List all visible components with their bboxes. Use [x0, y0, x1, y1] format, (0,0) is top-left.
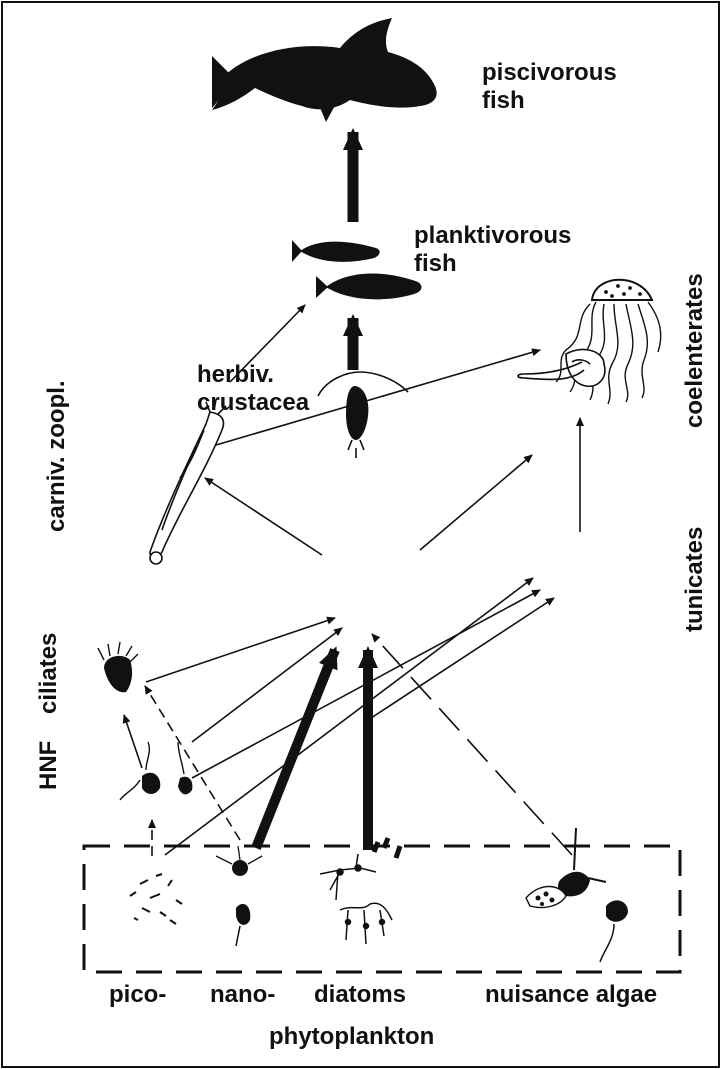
label-diatoms: diatoms — [314, 981, 406, 1008]
label-nuisance-algae: nuisance algae — [485, 981, 657, 1008]
planktivorous-fish-icon — [292, 240, 421, 299]
phytoplankton-group-box — [84, 846, 680, 972]
label-tunicates: tunicates — [681, 527, 708, 632]
label-pico: pico- — [109, 981, 166, 1008]
label-herbivorous-crustacea-line2: crustacea — [197, 389, 310, 416]
label-nano: nano- — [210, 981, 275, 1008]
label-piscivorous-fish-line2: fish — [482, 87, 525, 114]
coelenterates-icon — [556, 280, 661, 404]
arrow-hnf-to-ciliates — [124, 715, 142, 768]
pico-phytoplankton-icon — [130, 874, 182, 924]
ciliates-icon — [98, 642, 138, 692]
arrow-nano-to-crustacea — [256, 662, 330, 848]
nano-phytoplankton-icon — [216, 846, 262, 946]
label-piscivorous-fish-line1: piscivorous — [482, 59, 617, 86]
arrow-nuisance-to-crustacea — [372, 634, 572, 855]
label-phytoplankton: phytoplankton — [269, 1023, 434, 1050]
label-planktivorous-fish-line2: fish — [414, 250, 457, 277]
arrow-pico-to-tunicates — [165, 578, 533, 855]
arrow-nano-to-ciliates — [145, 686, 240, 840]
arrow-crustacea-to-coelenterates — [420, 455, 532, 550]
carnivorous-zooplankton-icon — [150, 400, 226, 564]
arrow-ciliates-to-crustacea — [146, 618, 335, 682]
label-ciliates: ciliates — [35, 633, 62, 714]
label-coelenterates: coelenterates — [681, 273, 708, 428]
arrow-crustacea-to-carniv — [205, 478, 322, 555]
piscivorous-fish-icon — [212, 18, 437, 122]
label-hnf: HNF — [35, 741, 62, 790]
arrow-nano-to-crustacea-head — [322, 650, 335, 682]
arrow-diatoms-to-tunicates — [365, 598, 554, 722]
hnf-icon — [120, 742, 192, 800]
diatoms-icon — [320, 838, 400, 944]
herbivorous-crustacea-icon — [318, 372, 408, 458]
label-herbivorous-crustacea-line1: herbiv. — [197, 361, 274, 388]
nuisance-algae-icon — [526, 828, 628, 962]
label-planktivorous-fish-line1: planktivorous — [414, 222, 571, 249]
label-carnivorous-zooplankton: carniv. zoopl. — [43, 380, 70, 532]
